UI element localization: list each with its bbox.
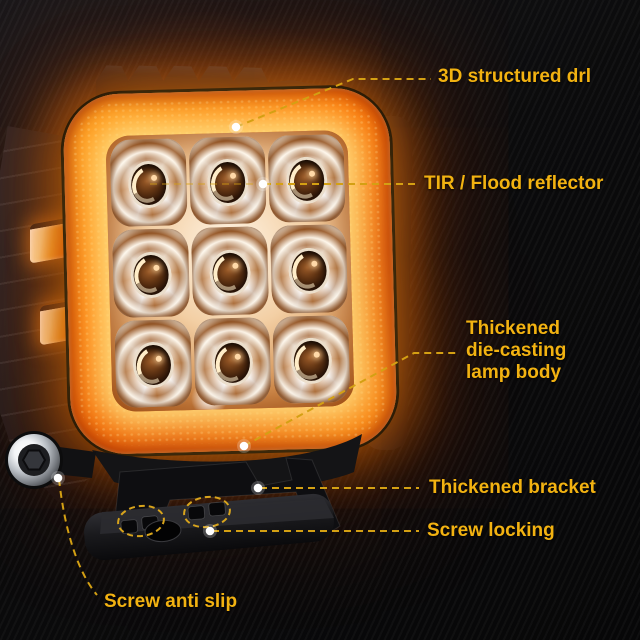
led-lens [285,156,328,204]
led-reflector [188,136,267,226]
callout-label-drl: 3D structured drl [438,66,592,87]
led-lens [208,249,252,297]
led-lens [290,337,333,385]
led-lamp [59,83,401,459]
callout-label-lamp-body-line2: die-casting [466,340,567,361]
callout-label-lamp-body: Thickened die-casting lamp body [466,318,566,384]
led-reflector [114,318,193,409]
led-reflector [269,224,349,314]
callout-label-screw-anti-slip: Screw anti slip [104,591,238,612]
callout-label-bracket: Thickened bracket [429,477,596,498]
lamp-face [105,129,355,413]
callout-label-lamp-body-line3: lamp body [466,362,562,383]
callout-label-lamp-body-line1: Thickened [466,318,560,339]
led-lens [129,251,173,299]
led-lens [287,247,331,295]
led-reflector [111,228,191,318]
led-lens [206,158,249,207]
led-lens [127,160,170,209]
led-lens [211,339,254,387]
led-lens [132,341,175,389]
led-reflector [193,316,272,406]
amber-halo-ring [62,86,398,456]
callout-label-screw-locking: Screw locking [427,520,555,541]
led-reflector [272,314,351,404]
callout-label-tir: TIR / Flood reflector [424,173,604,194]
led-reflector [267,133,346,224]
led-grid [109,133,351,409]
led-reflector [190,226,270,316]
led-reflector [109,138,188,228]
